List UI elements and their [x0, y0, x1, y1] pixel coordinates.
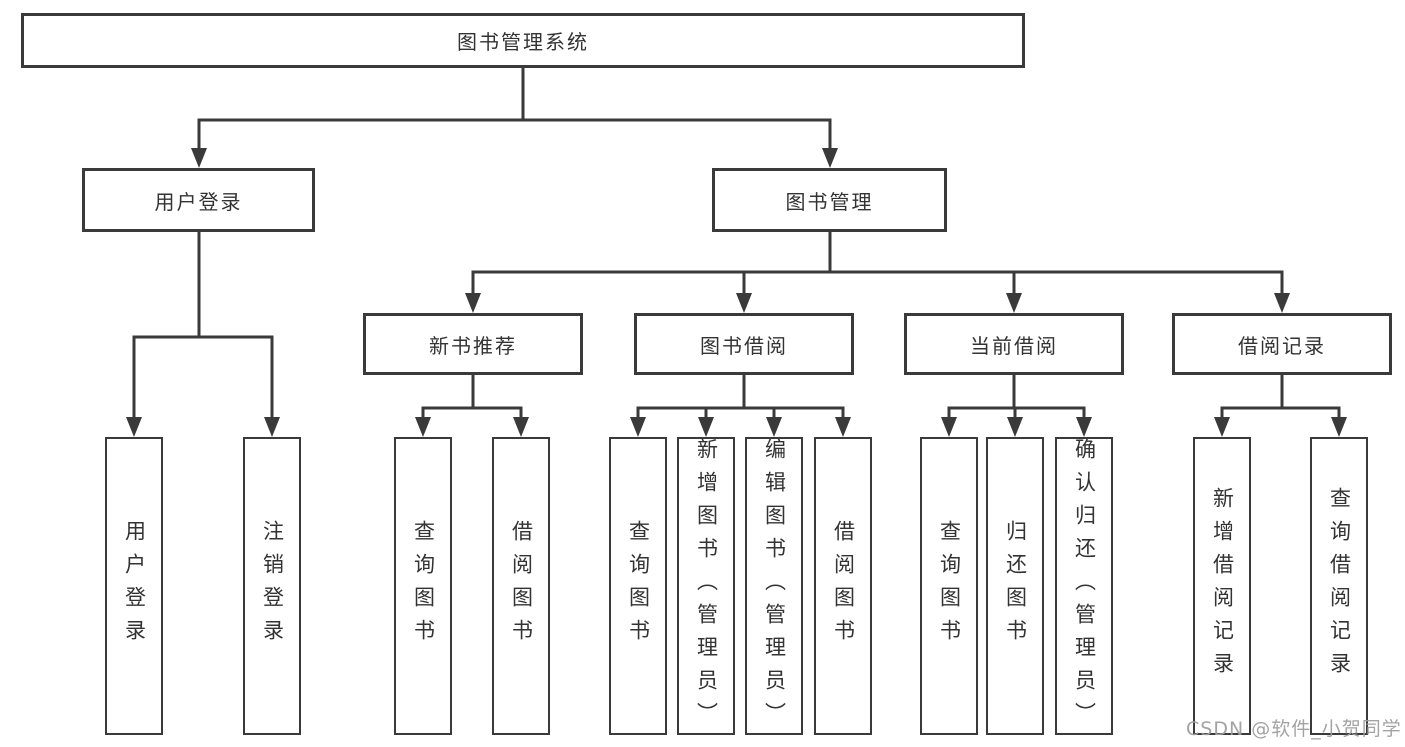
arrowheads: [126, 148, 1347, 437]
leaf-user-login: 用户登录: [105, 437, 163, 735]
leaf-borrow-lend-books: 借阅图书: [814, 437, 872, 735]
node-label: 图书管理: [785, 189, 874, 214]
node-label: 用户登录: [122, 520, 147, 652]
leaf-borrow-edit-books-admin: 编辑图书（管理员）: [745, 437, 803, 735]
arrowhead-down-icon: [415, 417, 431, 437]
node-book-management: 图书管理: [712, 168, 947, 232]
node-user-login: 用户登录: [82, 168, 315, 232]
node-label: 查询图书: [937, 520, 962, 652]
arrowhead-down-icon: [1076, 417, 1092, 437]
leaf-current-confirm-return-admin: 确认归还（管理员）: [1055, 437, 1113, 735]
arrowhead-down-icon: [698, 417, 714, 437]
leaf-records-query-borrow-record: 查询借阅记录: [1310, 437, 1368, 735]
node-label: 归还图书: [1003, 520, 1028, 652]
node-label: 查询图书: [411, 520, 436, 652]
node-label: 借阅记录: [1238, 333, 1326, 358]
arrowhead-down-icon: [766, 417, 782, 437]
node-label: 当前借阅: [970, 333, 1058, 358]
connector-borrow-to-leaves: [636, 375, 845, 421]
arrowhead-down-icon: [1006, 293, 1022, 313]
node-label: 图书借阅: [700, 333, 788, 358]
connector-recommend-to-leaves: [421, 375, 523, 421]
arrowhead-down-icon: [941, 417, 957, 437]
leaf-records-add-borrow-record: 新增借阅记录: [1193, 437, 1251, 735]
leaf-current-query-books: 查询图书: [920, 437, 978, 735]
connector-root-to-level2: [197, 68, 832, 152]
arrowhead-down-icon: [191, 148, 207, 168]
arrowhead-down-icon: [126, 417, 142, 437]
node-label: 新增借阅记录: [1210, 487, 1235, 685]
node-library-management-system: 图书管理系统: [21, 13, 1025, 68]
arrowhead-down-icon: [835, 417, 851, 437]
arrowhead-down-icon: [513, 417, 529, 437]
arrowhead-down-icon: [1274, 293, 1290, 313]
leaf-recommend-borrow-books: 借阅图书: [492, 437, 550, 735]
connector-records-to-leaves: [1220, 375, 1341, 421]
node-book-borrowing: 图书借阅: [634, 313, 854, 375]
node-label: 用户登录: [154, 189, 243, 214]
connector-current-to-leaves: [947, 375, 1086, 421]
leaf-borrow-add-books-admin: 新增图书（管理员）: [677, 437, 735, 735]
arrowhead-down-icon: [1007, 417, 1023, 437]
node-label: 注销登录: [260, 520, 285, 652]
node-label: 确认归还（管理员）: [1072, 437, 1097, 735]
arrowhead-down-icon: [736, 293, 752, 313]
arrowhead-down-icon: [1331, 417, 1347, 437]
node-label: 查询图书: [626, 520, 651, 652]
arrowhead-down-icon: [264, 417, 280, 437]
arrowhead-down-icon: [630, 417, 646, 437]
arrowhead-down-icon: [1214, 417, 1230, 437]
node-label: 查询借阅记录: [1327, 487, 1352, 685]
node-label: 图书管理系统: [457, 30, 589, 54]
leaf-logout: 注销登录: [243, 437, 301, 735]
node-borrowing-records: 借阅记录: [1172, 313, 1392, 375]
csdn-watermark: CSDN @软件_小贺同学: [1186, 718, 1402, 740]
node-new-book-recommendation: 新书推荐: [363, 313, 583, 375]
connector-bookmgmt-to-level3: [471, 232, 1284, 296]
connector-userlogin-to-leaves: [132, 232, 274, 421]
node-current-borrowing: 当前借阅: [904, 313, 1124, 375]
node-label: 新书推荐: [429, 333, 517, 358]
arrowhead-down-icon: [822, 148, 838, 168]
node-label: 新增图书（管理员）: [694, 437, 719, 735]
node-label: 编辑图书（管理员）: [762, 437, 787, 735]
leaf-borrow-query-books: 查询图书: [609, 437, 667, 735]
node-label: 借阅图书: [509, 520, 534, 652]
leaf-recommend-query-books: 查询图书: [394, 437, 452, 735]
node-label: 借阅图书: [831, 520, 856, 652]
leaf-current-return-books: 归还图书: [986, 437, 1044, 735]
arrowhead-down-icon: [465, 293, 481, 313]
